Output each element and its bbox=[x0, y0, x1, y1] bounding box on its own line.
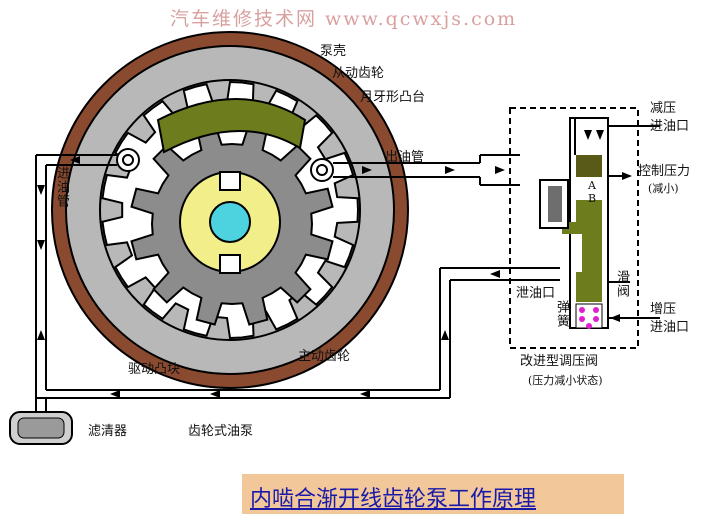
valve-box bbox=[509, 107, 639, 349]
label-port-a: A bbox=[588, 179, 596, 192]
label-pump-housing: 泵壳 bbox=[320, 44, 347, 59]
label-spring: 弹簧 bbox=[554, 300, 569, 328]
label-pump-type: 齿轮式油泵 bbox=[188, 424, 254, 439]
page-title[interactable]: 内啮合渐开线齿轮泵工作原理 bbox=[250, 487, 537, 512]
inlet-pipe bbox=[35, 154, 560, 399]
crescent bbox=[156, 98, 307, 154]
watermark: 汽车维修技术网 www.qcwxjs.com bbox=[170, 8, 518, 30]
title-background bbox=[242, 474, 624, 514]
label-spool: 滑阀 bbox=[614, 270, 629, 298]
outlet-port bbox=[310, 158, 334, 182]
label-reduce-1: 减压 bbox=[650, 101, 677, 116]
label-drive-cam: 驱动凸块 bbox=[128, 362, 181, 377]
outlet-pipe bbox=[333, 154, 520, 186]
label-port-b: B bbox=[588, 192, 597, 205]
drive-cam-top bbox=[219, 171, 241, 191]
label-drive-gear: 主动齿轮 bbox=[298, 349, 351, 364]
label-control-pressure: 控制压力 bbox=[638, 164, 691, 179]
label-valve-name: 改进型调压阀 bbox=[520, 354, 599, 369]
label-filter: 滤清器 bbox=[88, 424, 128, 439]
filter bbox=[9, 398, 73, 445]
regulator-valve bbox=[539, 117, 609, 329]
label-drain: 泄油口 bbox=[516, 286, 556, 301]
label-increase-1: 增压 bbox=[650, 302, 677, 317]
label-reduce-small: (减小) bbox=[648, 182, 679, 195]
label-reduce-2: 进油口 bbox=[650, 119, 690, 134]
spring-dots bbox=[579, 307, 599, 329]
shaft bbox=[209, 201, 251, 243]
drive-cam-bottom bbox=[219, 254, 241, 274]
label-inlet-pipe: 进油管 bbox=[54, 166, 69, 208]
label-outlet-pipe: 出油管 bbox=[385, 150, 425, 165]
label-crescent: 月牙形凸台 bbox=[360, 90, 426, 105]
label-driven-gear: 从动齿轮 bbox=[332, 66, 385, 81]
inlet-port bbox=[116, 148, 140, 172]
label-increase-2: 进油口 bbox=[650, 320, 690, 335]
label-valve-state: (压力减小状态) bbox=[528, 374, 603, 387]
